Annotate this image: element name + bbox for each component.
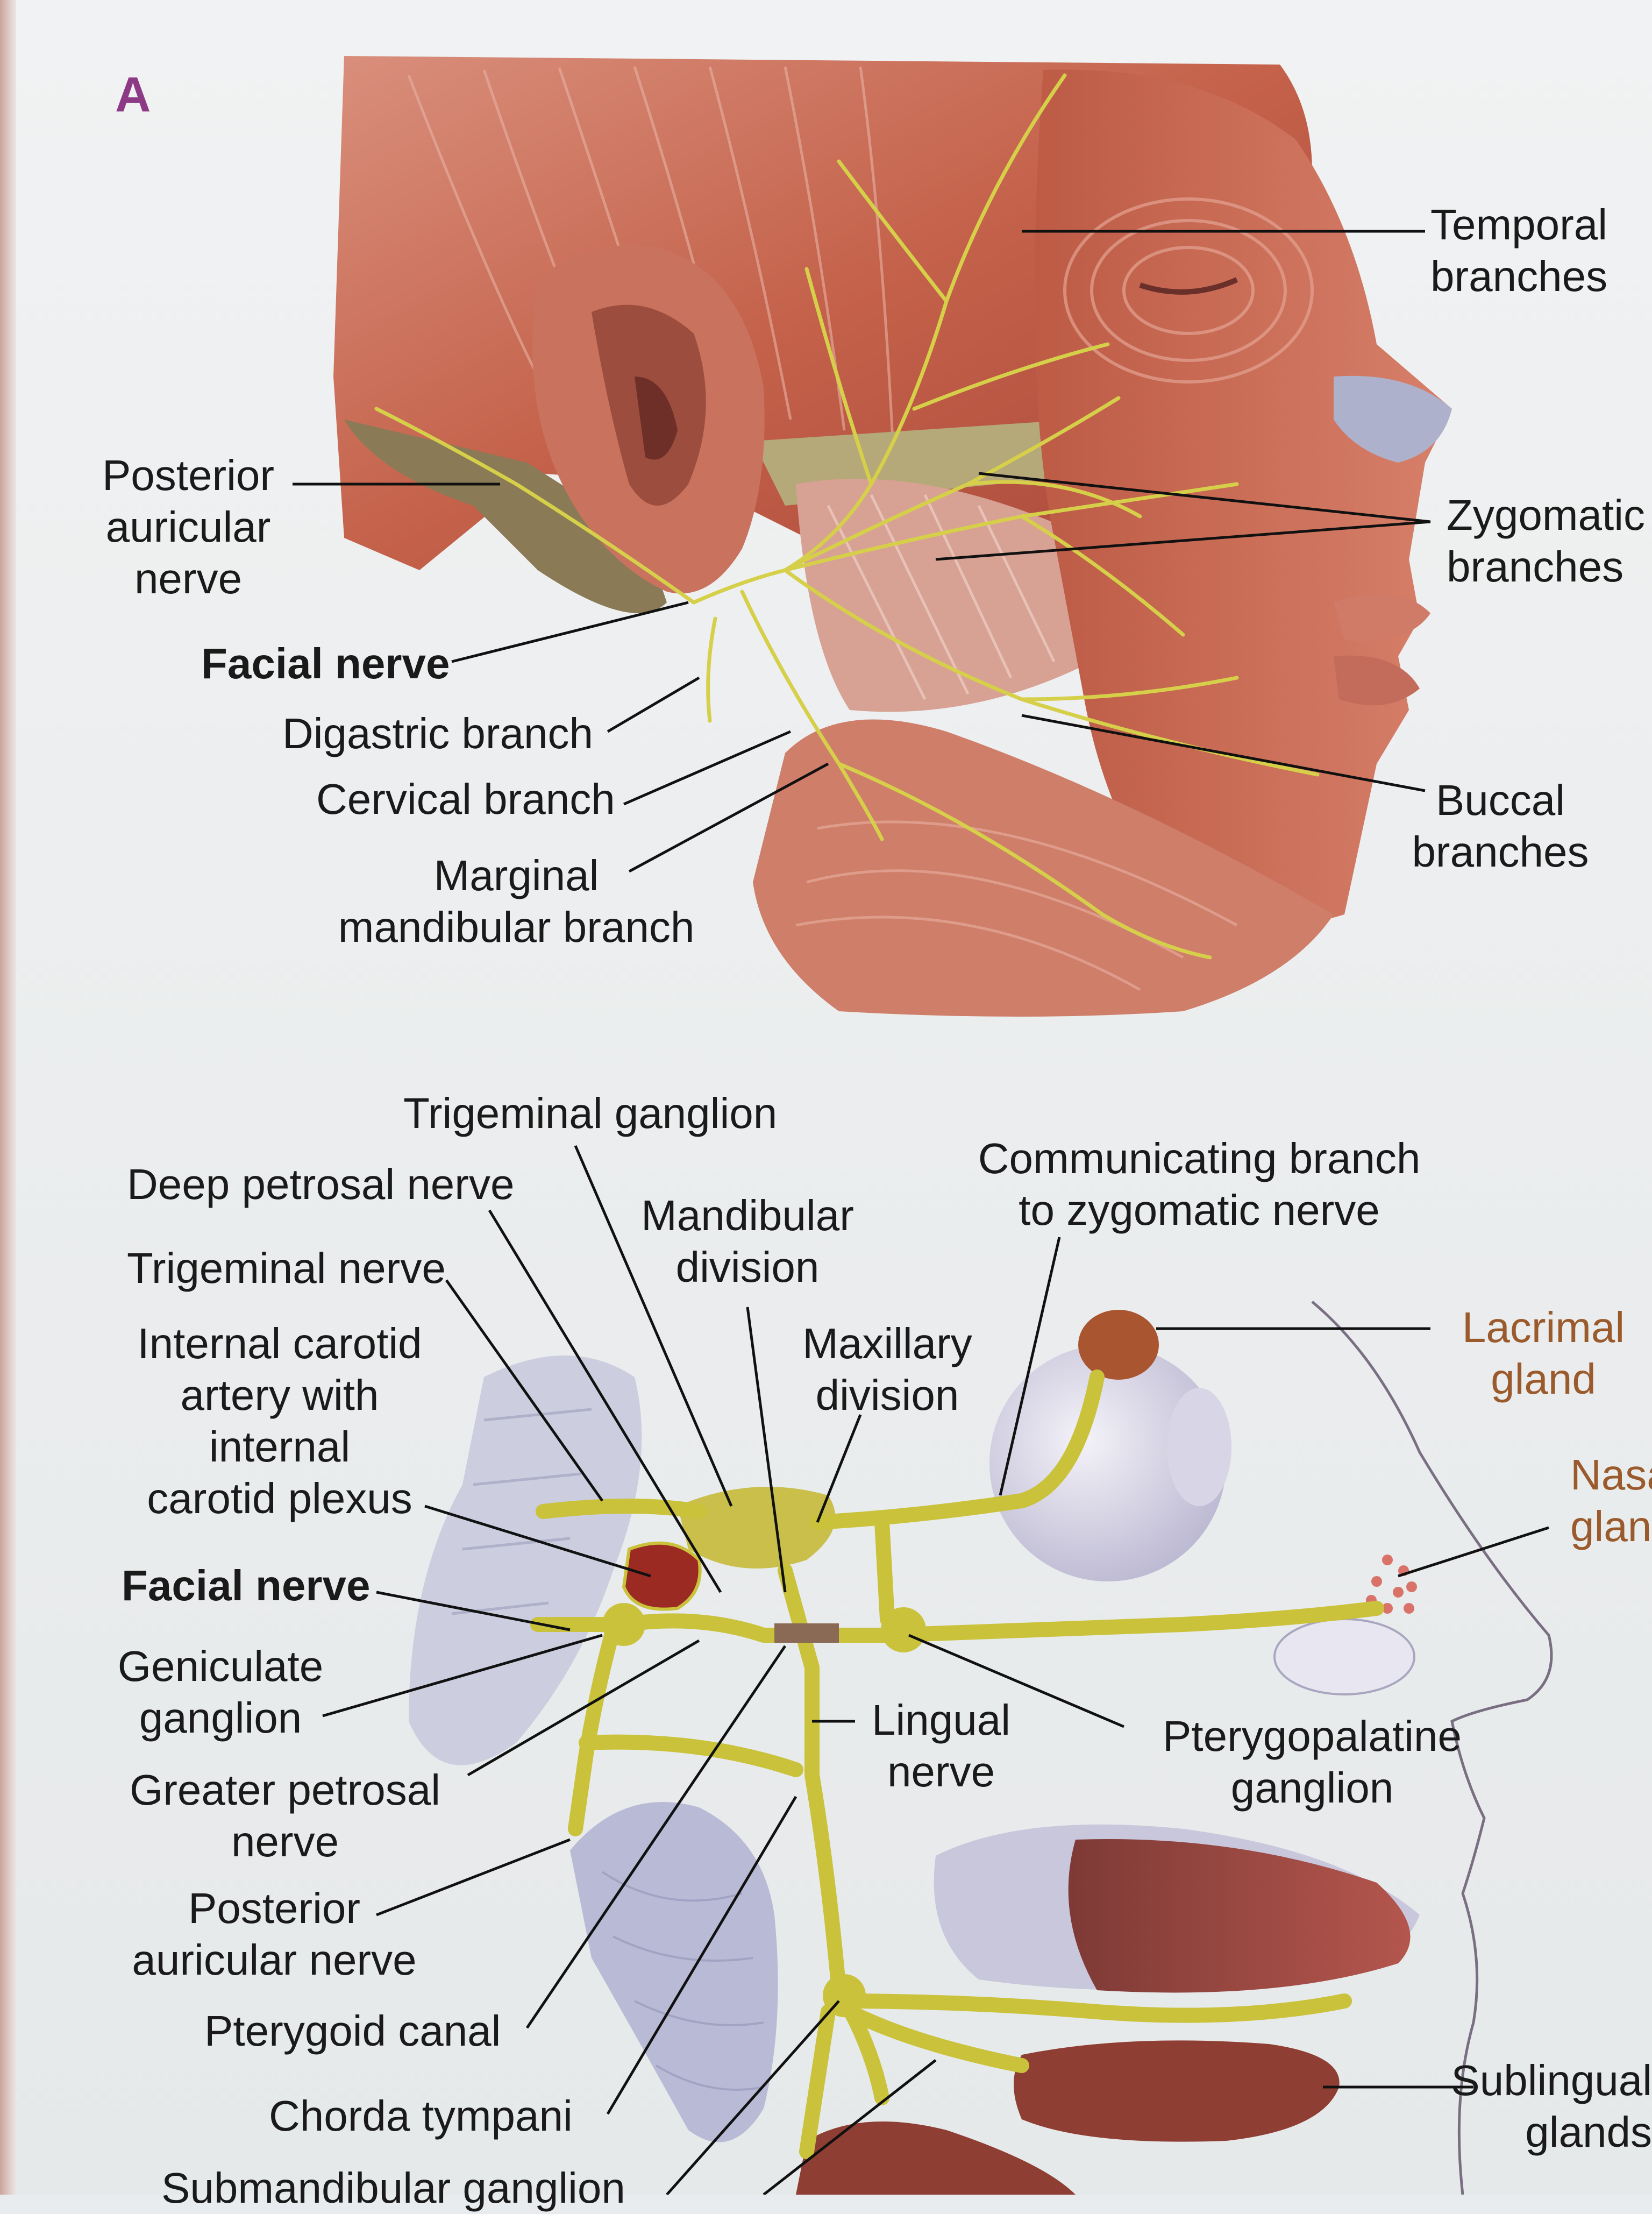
label-communicating-branch: Communicating branch to zygomatic nerve (978, 1134, 1421, 1234)
label-facial-nerve-b: Facial nerve (122, 1562, 371, 1609)
head-muscle-illustration (333, 56, 1452, 1017)
label-trigeminal-ganglion: Trigeminal ganglion (403, 1089, 778, 1137)
label-deep-petrosal-nerve: Deep petrosal nerve (127, 1160, 515, 1208)
label-cervical-branch: Cervical branch (316, 775, 615, 823)
label-posterior-auricular-nerve-b: Posterior auricular nerve (132, 1884, 417, 1984)
label-internal-carotid: Internal carotid artery with internal ca… (137, 1319, 422, 1522)
label-facial-nerve-a: Facial nerve (201, 640, 450, 687)
label-greater-petrosal-nerve: Greater petrosal nerve (129, 1766, 441, 1865)
label-pterygopalatine-ganglion: Pterygopalatine ganglion (1163, 1712, 1462, 1812)
label-posterior-auricular-nerve-a: Posterior auricular nerve (102, 451, 275, 602)
label-submandibular-ganglion: Submandibular ganglion (161, 2164, 625, 2212)
label-lacrimal-gland: Lacrimal gland (1462, 1303, 1625, 1403)
label-marginal-mandibular-branch: Marginal mandibular branch (338, 851, 695, 951)
label-nasal-glands: Nasal glands (1570, 1451, 1652, 1550)
label-trigeminal-nerve: Trigeminal nerve (127, 1244, 446, 1292)
label-buccal-branches: Buccal branches (1412, 776, 1589, 876)
panel-b-leader-lines (322, 1145, 1549, 2195)
panel-a-leader-lines (293, 230, 1431, 873)
label-zygomatic-branches: Zygomatic branches (1447, 491, 1645, 591)
label-chorda-tympani: Chorda tympani (269, 2092, 573, 2140)
label-pterygoid-canal: Pterygoid canal (204, 2007, 501, 2055)
figure-letter: A (115, 67, 151, 122)
label-geniculate-ganglion: Geniculate ganglion (117, 1642, 324, 1742)
label-digastric-branch: Digastric branch (282, 709, 594, 757)
label-mandibular-division: Mandibular division (641, 1191, 854, 1291)
label-temporal-branches: Temporal branches (1430, 201, 1608, 300)
page-edge (0, 0, 18, 2195)
label-maxillary-division: Maxillary division (802, 1319, 972, 1419)
label-sublingual-gland: Sublingual glands (1451, 2056, 1652, 2156)
label-lingual-nerve: Lingual nerve (871, 1696, 1010, 1796)
